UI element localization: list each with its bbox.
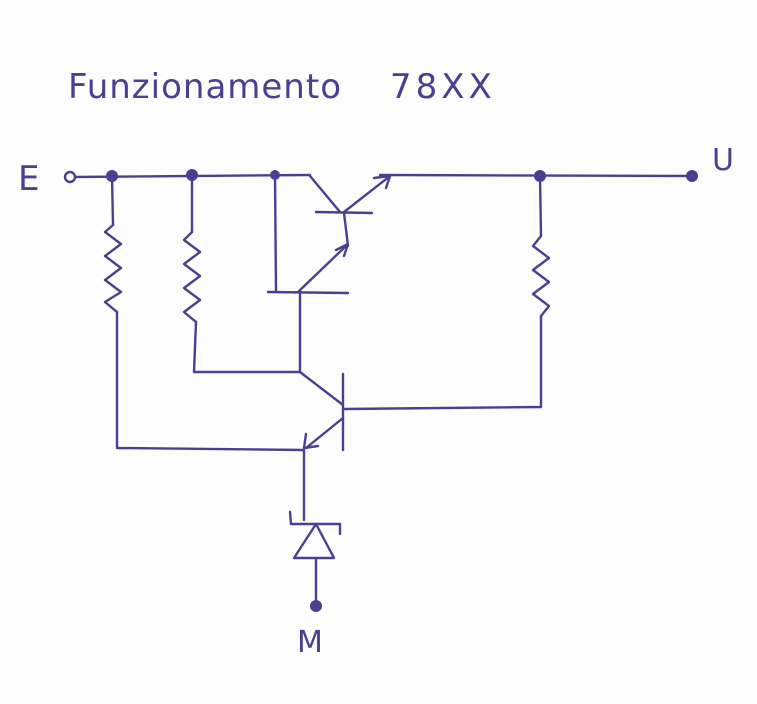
output-terminal <box>686 170 698 182</box>
input-terminal <box>63 170 77 184</box>
zener-diode <box>288 510 342 604</box>
resistor-3 <box>342 174 551 411</box>
ground-terminal <box>310 600 322 612</box>
output-terminal-label: U <box>712 143 734 178</box>
input-terminal-label: E <box>18 159 39 199</box>
diagram-model: 78XX <box>390 67 496 107</box>
resistor-1 <box>103 174 305 452</box>
transistor-darlington <box>266 173 392 374</box>
transistor-control <box>298 370 345 522</box>
ground-terminal-label: M <box>297 625 323 660</box>
diagram-title: Funzionamento <box>68 67 342 107</box>
resistor-2 <box>182 173 302 374</box>
